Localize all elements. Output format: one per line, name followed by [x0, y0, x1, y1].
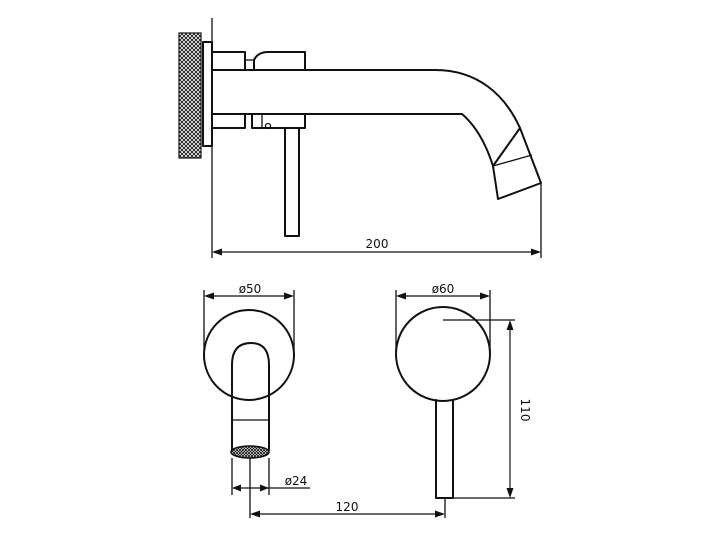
overall-length-label: 200: [366, 237, 389, 251]
dimension-spout-handle-spacing: 120: [250, 500, 445, 518]
wall-plate: [202, 41, 213, 147]
spout-handle-spacing-label: 120: [336, 500, 359, 514]
spout-wall-plate: [203, 309, 295, 401]
side-lever-handle: [284, 127, 300, 237]
handle-wall-plate: [395, 306, 491, 402]
side-view: [178, 18, 542, 258]
wall-section: [178, 32, 202, 159]
spout-outlet-diameter-label: ø24: [285, 474, 308, 488]
spout-plate-diameter-label: ø50: [239, 282, 262, 296]
spout-front-view: [203, 290, 295, 518]
mixer-housing: [211, 51, 306, 130]
handle-plate-diameter-label: ø60: [432, 282, 455, 296]
handle-front-view: [395, 290, 515, 518]
dimension-spout-plate: ø50: [204, 282, 294, 300]
spout-profile: [211, 69, 542, 200]
dimension-spout-outlet: ø24: [232, 474, 310, 492]
spout-aerator: [230, 445, 270, 459]
dimension-handle-plate: ø60: [396, 282, 490, 300]
dimension-handle-height: 110: [506, 320, 532, 498]
dimension-overall-length: 200: [212, 237, 541, 256]
handle-height-label: 110: [518, 399, 532, 422]
